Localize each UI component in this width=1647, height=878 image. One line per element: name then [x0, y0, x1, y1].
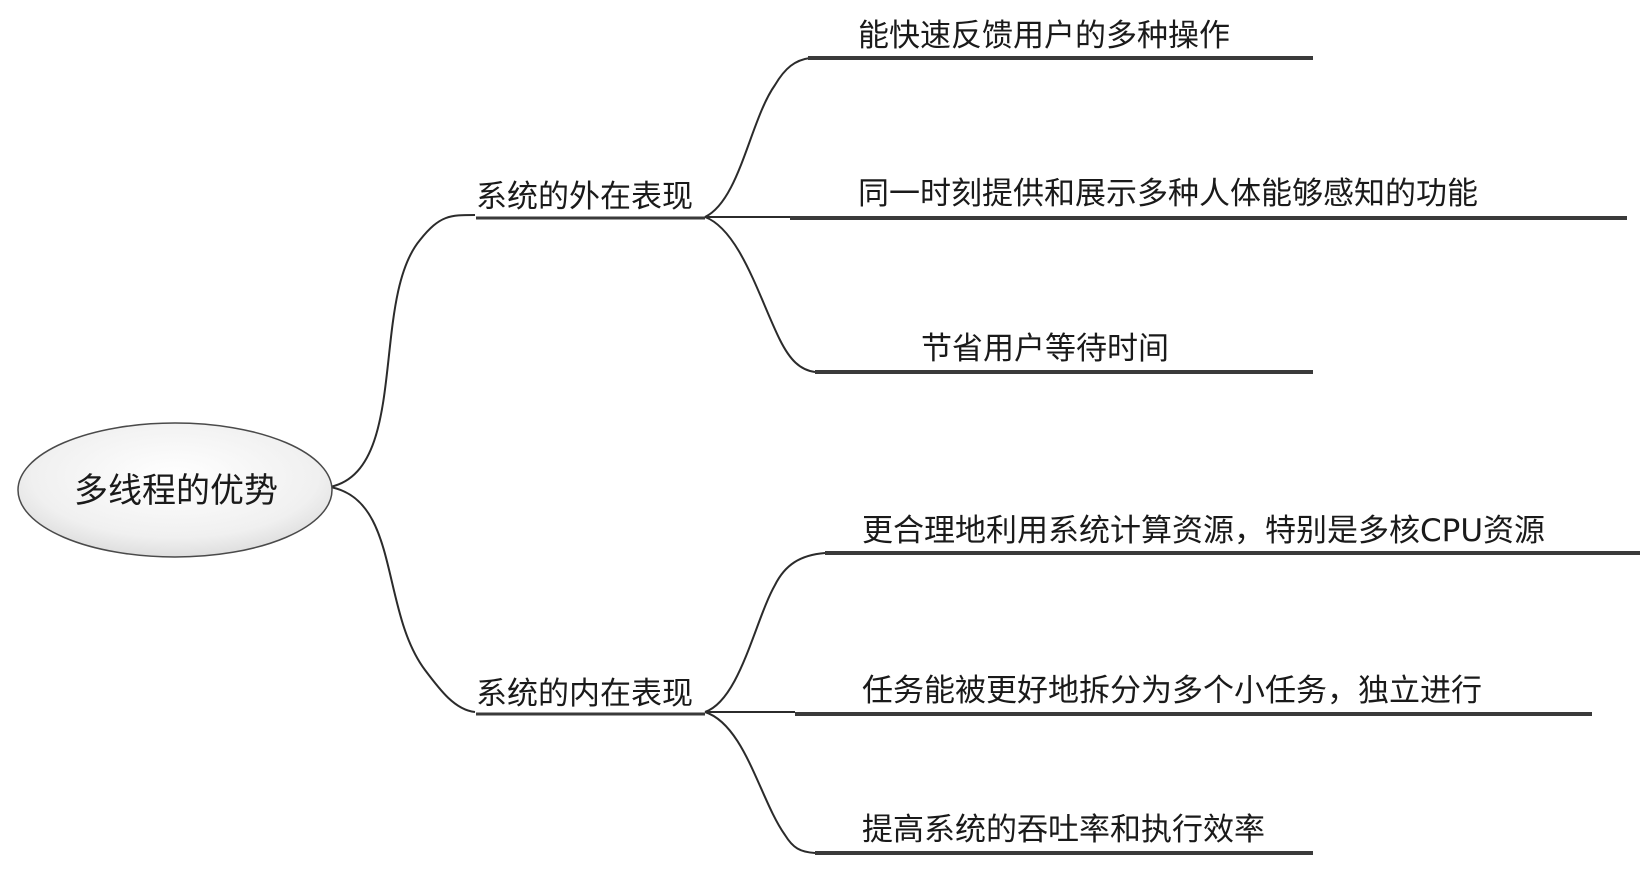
branch-node-external: 系统的外在表现	[476, 179, 705, 220]
branch-label: 系统的内在表现	[476, 676, 693, 712]
leaf-node: 任务能被更好地拆分为多个小任务，独立进行	[795, 673, 1592, 716]
leaf-label: 任务能被更好地拆分为多个小任务，独立进行	[862, 673, 1482, 709]
connector-branch-1-leaf-1	[704, 57, 811, 218]
leaf-label: 能快速反馈用户的多种操作	[858, 18, 1230, 54]
connector-branch-1-leaf-3	[704, 216, 816, 373]
branch-node-internal: 系统的内在表现	[476, 676, 705, 716]
connector-root-branch-1	[329, 214, 476, 488]
branch-label: 系统的外在表现	[476, 179, 693, 215]
leaf-node: 节省用户等待时间	[815, 331, 1313, 374]
connector-branch-2-leaf-3	[704, 711, 816, 854]
leaf-node: 同一时刻提供和展示多种人体能够感知的功能	[790, 176, 1627, 220]
leaf-node: 提高系统的吞吐率和执行效率	[815, 812, 1313, 855]
leaf-label: 更合理地利用系统计算资源，特别是多核CPU资源	[862, 513, 1545, 549]
leaf-label: 节省用户等待时间	[921, 331, 1169, 367]
root-label: 多线程的优势	[74, 471, 278, 511]
connector-branch-2-leaf-1	[704, 552, 826, 713]
root-node: 多线程的优势	[17, 422, 333, 558]
leaf-node: 能快速反馈用户的多种操作	[808, 18, 1313, 60]
leaf-node: 更合理地利用系统计算资源，特别是多核CPU资源	[825, 513, 1640, 555]
leaf-label: 提高系统的吞吐率和执行效率	[862, 812, 1265, 848]
connector-root-branch-2	[329, 486, 476, 713]
leaf-label: 同一时刻提供和展示多种人体能够感知的功能	[858, 176, 1478, 212]
root-ellipse	[17, 422, 333, 558]
